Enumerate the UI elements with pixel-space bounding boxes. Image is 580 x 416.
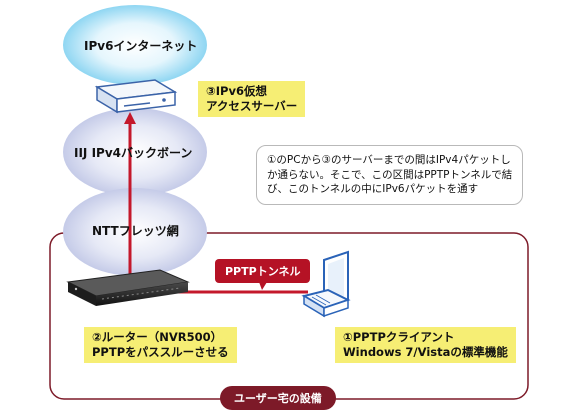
- backbone-cloud: [63, 108, 207, 196]
- internet-cloud: [63, 5, 207, 85]
- note-line3: び、このトンネルの中にIPv6パケットを通す: [267, 183, 479, 195]
- flets-cloud: [63, 188, 207, 276]
- server-label-line1: ③IPv6仮想: [206, 84, 267, 98]
- server-label: ③IPv6仮想 アクセスサーバー: [198, 81, 306, 117]
- client-label: ①PPTPクライアント Windows 7/Vistaの標準機能: [335, 327, 516, 363]
- client-label-line2: Windows 7/Vistaの標準機能: [343, 345, 508, 359]
- user-premises-label: ユーザー宅の設備: [220, 386, 336, 410]
- explanation-note: ①のPCから③のサーバーまでの間はIPv4パケットし か通らない。そこで、この区…: [256, 145, 524, 205]
- client-label-line1: ①PPTPクライアント: [343, 330, 455, 344]
- router-label-line2: PPTPをパススルーさせる: [92, 345, 229, 359]
- flets-label: NTTフレッツ網: [92, 224, 179, 238]
- pptp-tunnel-label: PPTPトンネル: [215, 259, 311, 283]
- backbone-label: IIJ IPv4バックボーン: [74, 146, 193, 160]
- router-icon: [66, 269, 190, 306]
- note-line1: ①のPCから③のサーバーまでの間はIPv4パケットし: [267, 154, 511, 166]
- internet-label: IPv6インターネット: [84, 39, 198, 53]
- router-label-line1: ②ルーター（NVR500）: [92, 330, 223, 344]
- router-label: ②ルーター（NVR500） PPTPをパススルーさせる: [84, 327, 237, 363]
- note-line2: か通らない。そこで、この区間はPPTPトンネルで結: [267, 168, 513, 181]
- server-label-line2: アクセスサーバー: [206, 99, 298, 113]
- server-icon: [94, 79, 178, 114]
- laptop-icon: [301, 250, 351, 318]
